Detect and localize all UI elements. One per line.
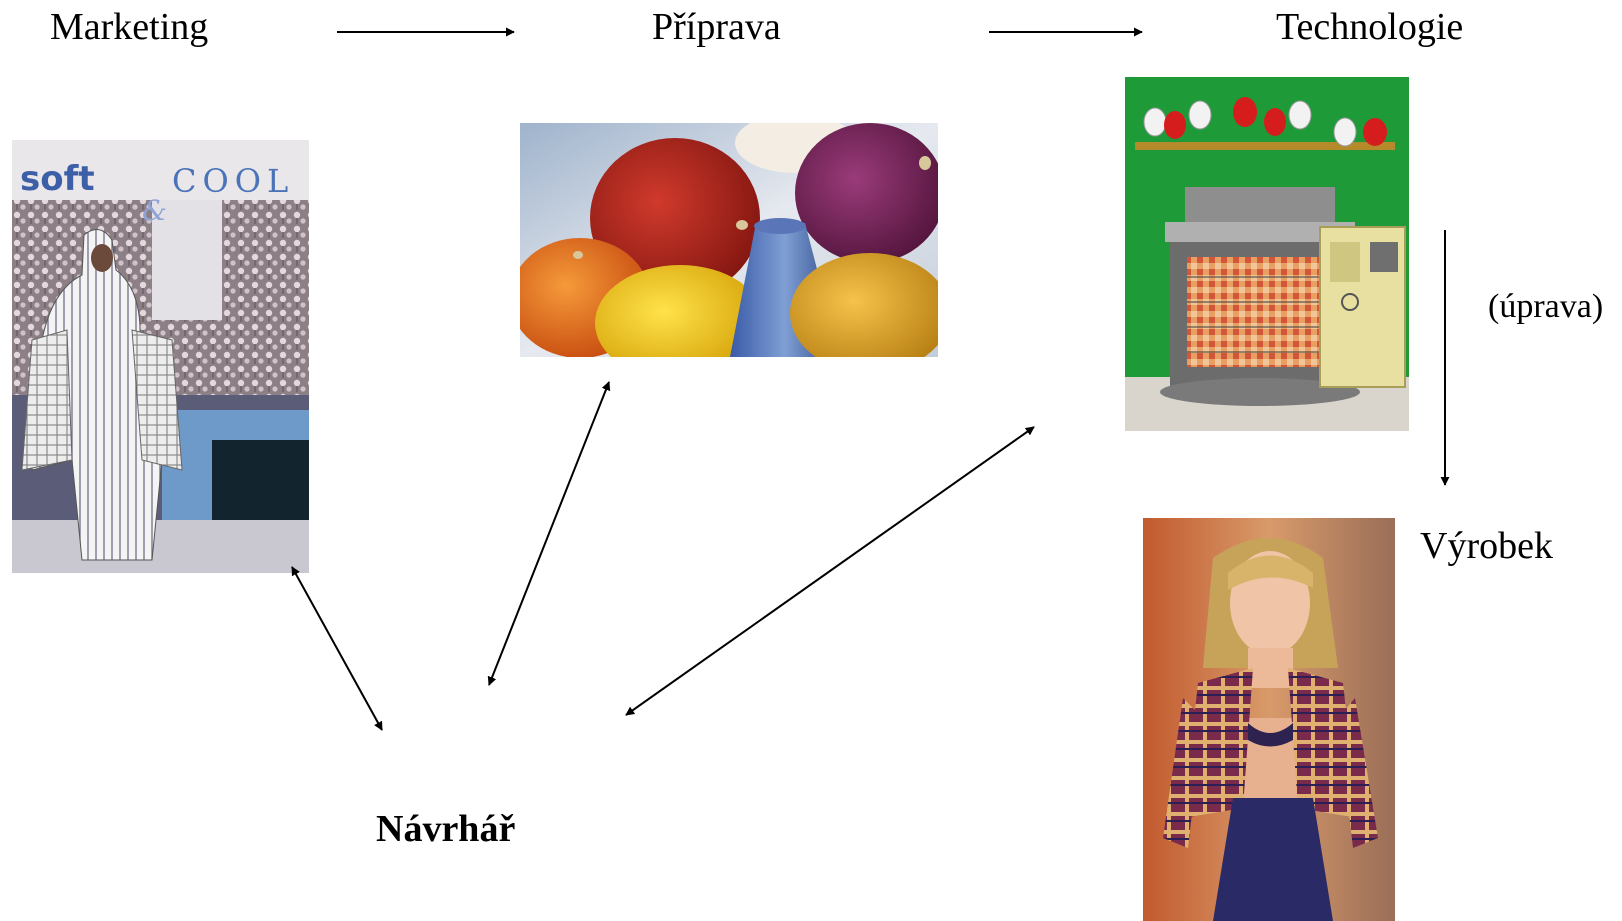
- yarn-cones-image: [520, 123, 938, 357]
- label-priprava: Příprava: [652, 6, 781, 48]
- svg-text:soft: soft: [20, 159, 95, 199]
- product-model-image: [1143, 518, 1395, 921]
- svg-text:&: &: [142, 194, 167, 227]
- arrow-navrhar-technologie: [625, 426, 1035, 716]
- label-uprava: (úprava): [1488, 288, 1604, 325]
- label-technologie: Technologie: [1276, 6, 1464, 48]
- arrow-navrhar-marketing: [291, 566, 383, 731]
- marketing-collage-image: soft COOL &: [12, 140, 309, 573]
- label-vyrobek: Výrobek: [1420, 525, 1553, 567]
- svg-text:COOL: COOL: [172, 162, 294, 200]
- label-marketing: Marketing: [50, 6, 209, 48]
- knitting-machine-image: [1125, 77, 1409, 431]
- arrow-navrhar-priprava: [487, 381, 611, 686]
- label-navrhar: Návrhář: [376, 808, 516, 850]
